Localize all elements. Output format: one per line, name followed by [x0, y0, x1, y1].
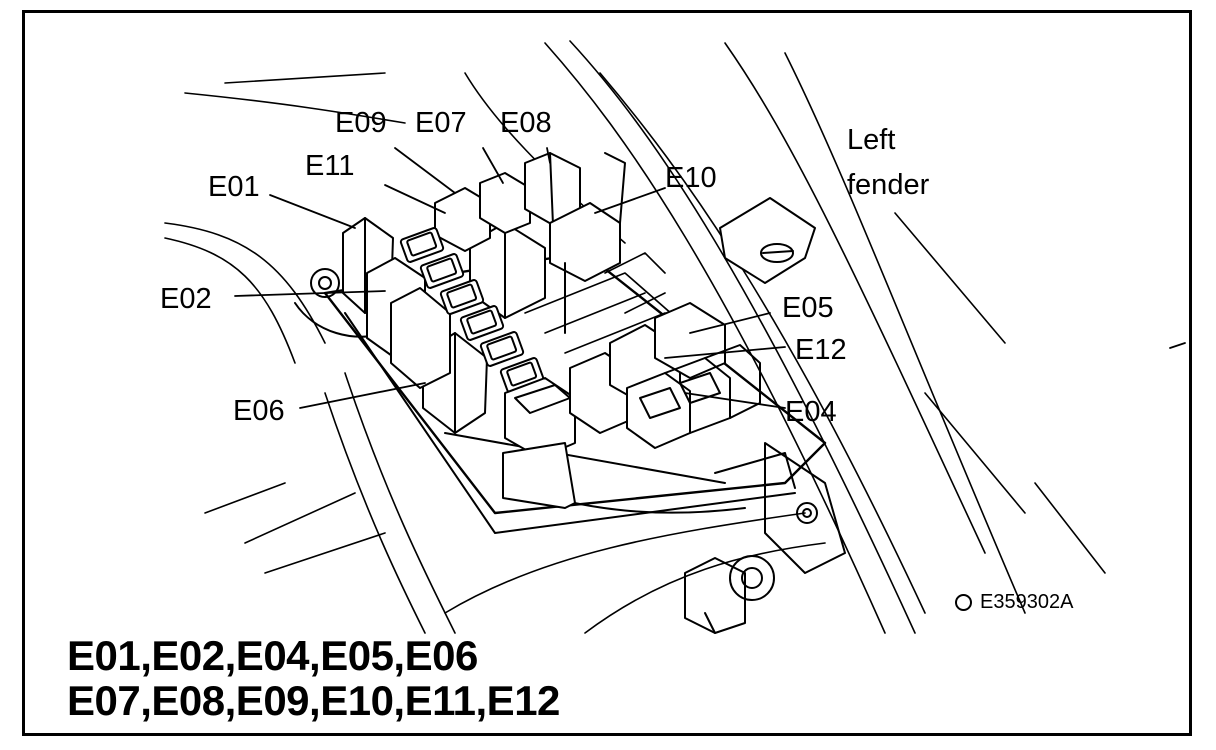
diagram-frame: E01 E11 E09 E07 E08 E10 E02 E06 E05 E12 … — [22, 10, 1192, 736]
battery-terminal — [684, 555, 775, 634]
label-e06: E06 — [233, 395, 285, 427]
vehicle-body-lines — [164, 40, 1106, 634]
label-e01: E01 — [208, 171, 260, 203]
label-e05: E05 — [782, 292, 834, 324]
mounting-bracket-right — [764, 442, 846, 574]
relay-bottom-left — [502, 377, 576, 509]
label-e11: E11 — [305, 150, 355, 182]
label-e09: E09 — [335, 107, 387, 139]
relay-e10 — [549, 152, 626, 334]
fender-connector — [719, 197, 816, 284]
fender-label-line1: Left — [847, 124, 896, 156]
connector-summary-line1: E01,E02,E04,E05,E06 — [67, 632, 478, 679]
label-e02: E02 — [160, 283, 212, 315]
label-e12: E12 — [795, 334, 847, 366]
leader-lines — [234, 147, 1186, 409]
fuse-box-illustration — [164, 40, 1186, 634]
relay-e04-cluster — [626, 344, 761, 449]
label-e04: E04 — [785, 396, 837, 428]
fender-label-line2: fender — [847, 169, 930, 201]
figure-id: E359302A — [980, 591, 1074, 613]
figure-id-circle-icon — [955, 594, 972, 611]
label-e07: E07 — [415, 107, 467, 139]
relay-e07 — [479, 172, 531, 234]
label-e08: E08 — [500, 107, 552, 139]
label-e10: E10 — [665, 162, 717, 194]
fuse-socket-row — [399, 227, 545, 393]
connector-summary-line2: E07,E08,E09,E10,E11,E12 — [67, 677, 560, 724]
